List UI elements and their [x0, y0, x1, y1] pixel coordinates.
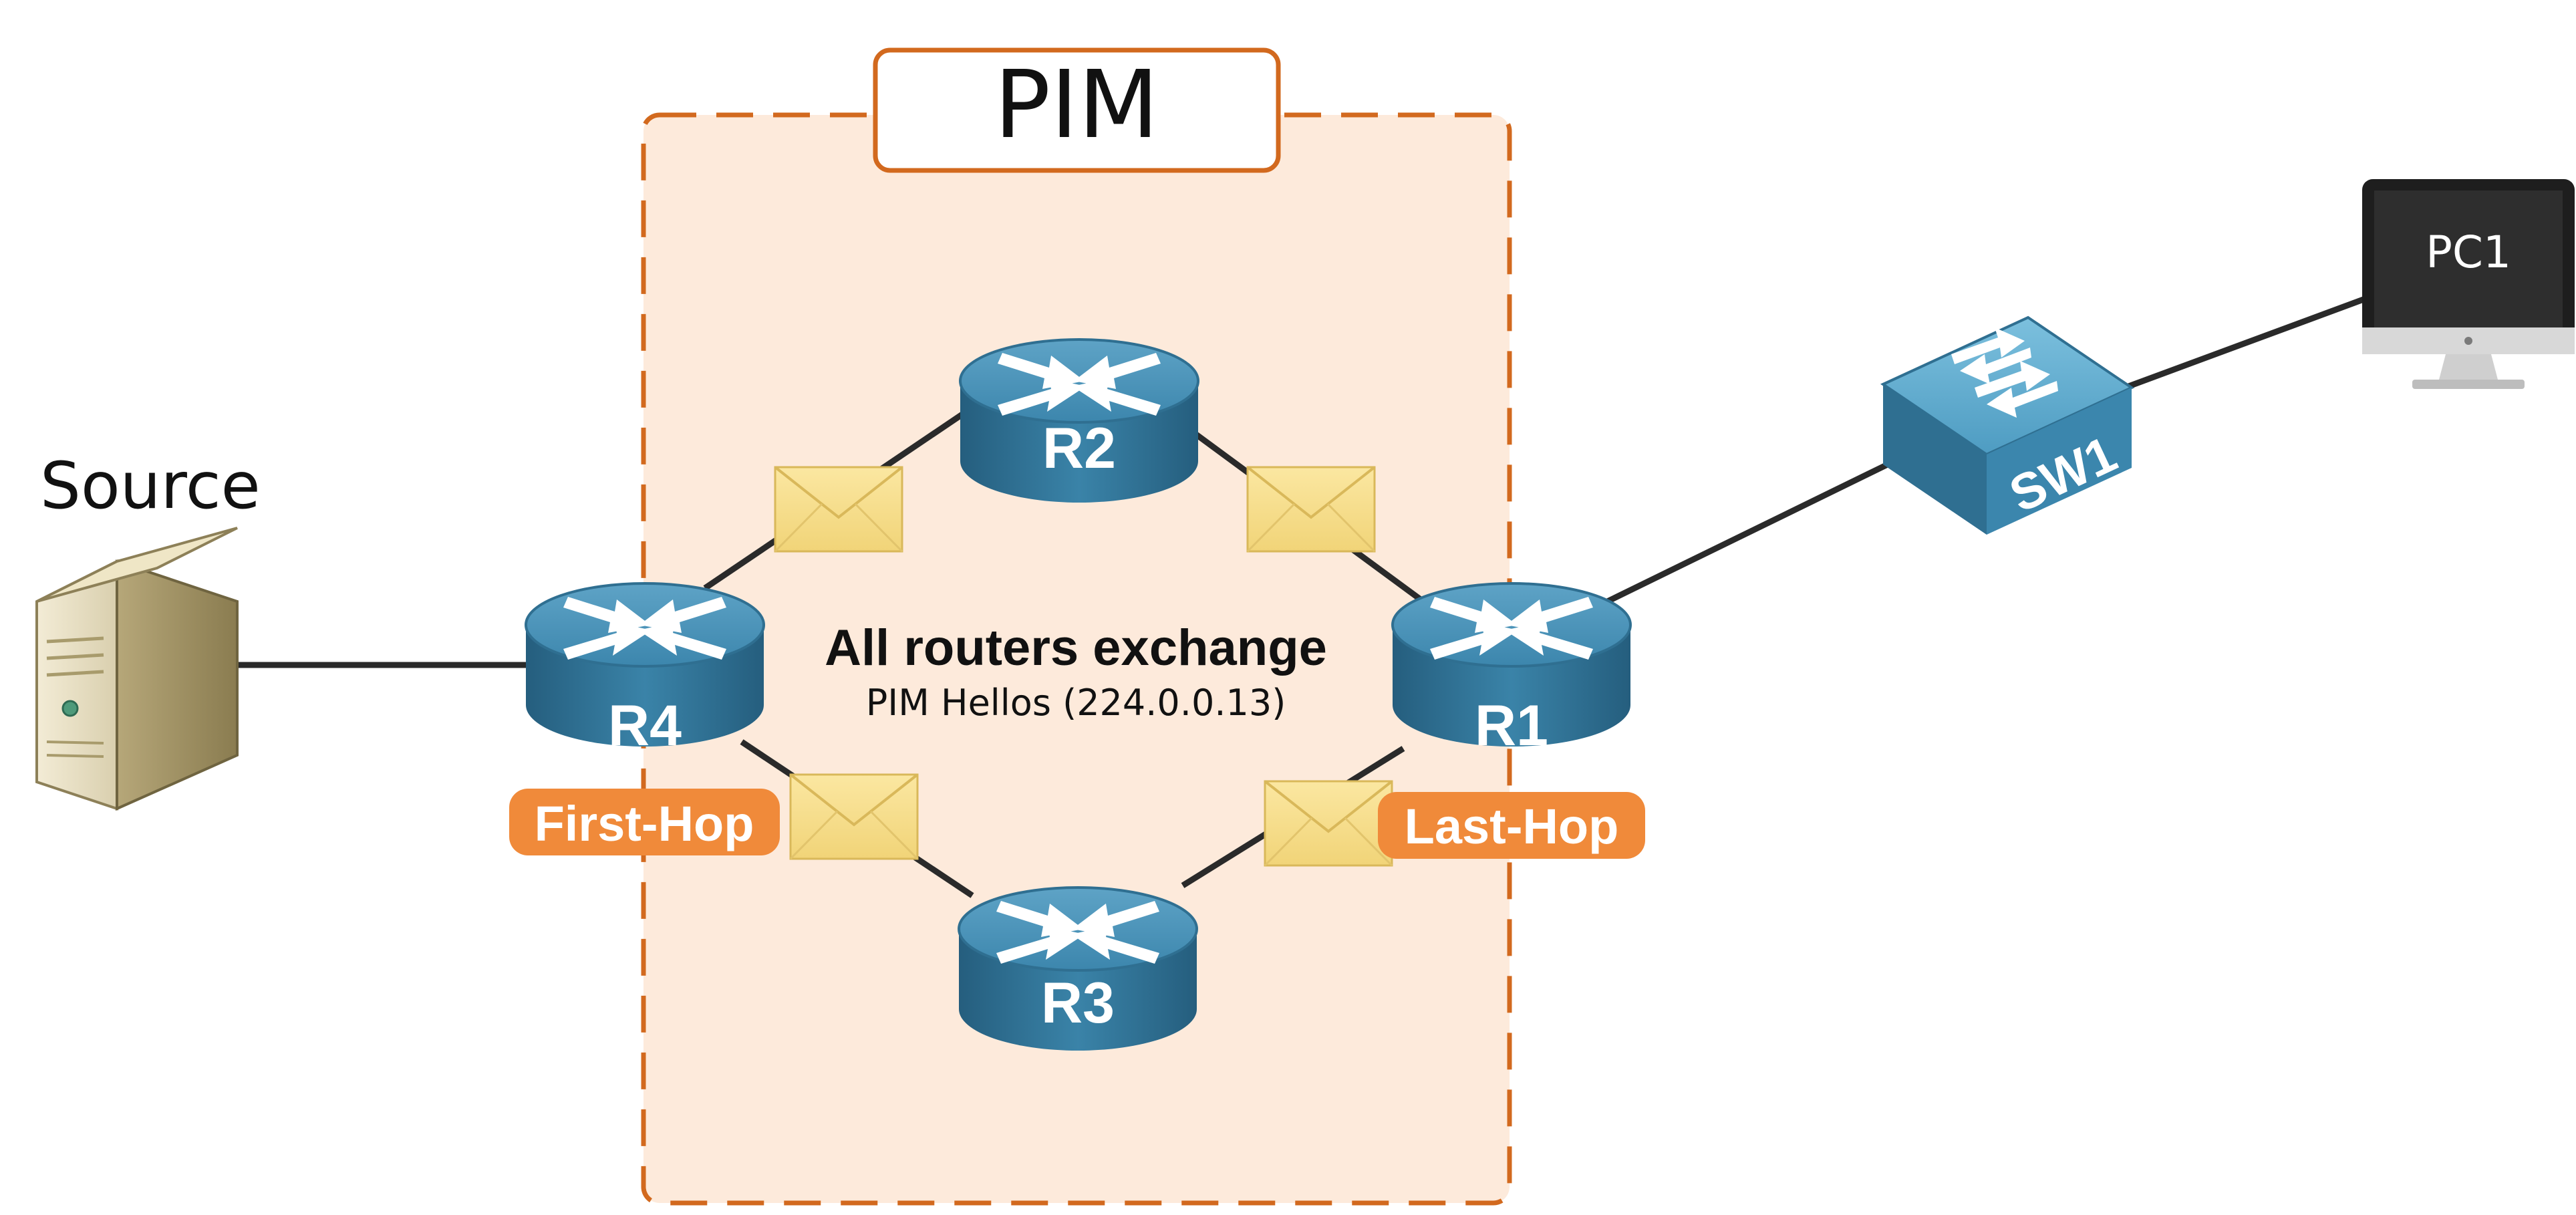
envelope-icon [774, 466, 903, 553]
pim-domain-group: PIM [641, 47, 1512, 1206]
router-label: R4 [608, 694, 682, 758]
center-heading: All routers exchange [825, 620, 1327, 676]
source-label: Source [40, 448, 261, 523]
pim-title: PIM [994, 51, 1159, 160]
center-subheading: PIM Hellos (224.0.0.13) [866, 682, 1286, 724]
router-label: R2 [1042, 416, 1116, 481]
envelope-icon [1264, 780, 1393, 867]
pc1-device[interactable]: PC1 [2362, 179, 2575, 389]
first-hop-text: First-Hop [535, 796, 754, 851]
last-hop-text: Last-Hop [1405, 799, 1619, 854]
envelope-icon [1246, 466, 1376, 553]
server-icon [35, 527, 239, 811]
switch-sw1[interactable]: SW1 [1880, 315, 2135, 535]
last-hop-badge: Last-Hop [1378, 792, 1645, 859]
router-r4[interactable]: R4 [525, 582, 765, 758]
link-sw1-pc1 [2124, 294, 2370, 391]
router-r1[interactable]: R1 [1391, 582, 1632, 758]
source-device[interactable]: Source [35, 448, 261, 811]
switch-icon [1880, 315, 2135, 535]
monitor-icon [2362, 179, 2575, 389]
envelope-icon [789, 773, 919, 860]
pc1-label: PC1 [2426, 227, 2511, 278]
router-r3[interactable]: R3 [958, 886, 1198, 1052]
first-hop-badge: First-Hop [509, 789, 780, 855]
router-label: R3 [1041, 971, 1115, 1035]
link-r1-sw1 [1599, 458, 1896, 608]
router-label: R1 [1475, 694, 1548, 758]
router-r2[interactable]: R2 [959, 338, 1199, 504]
pim-title-box [873, 47, 1281, 173]
